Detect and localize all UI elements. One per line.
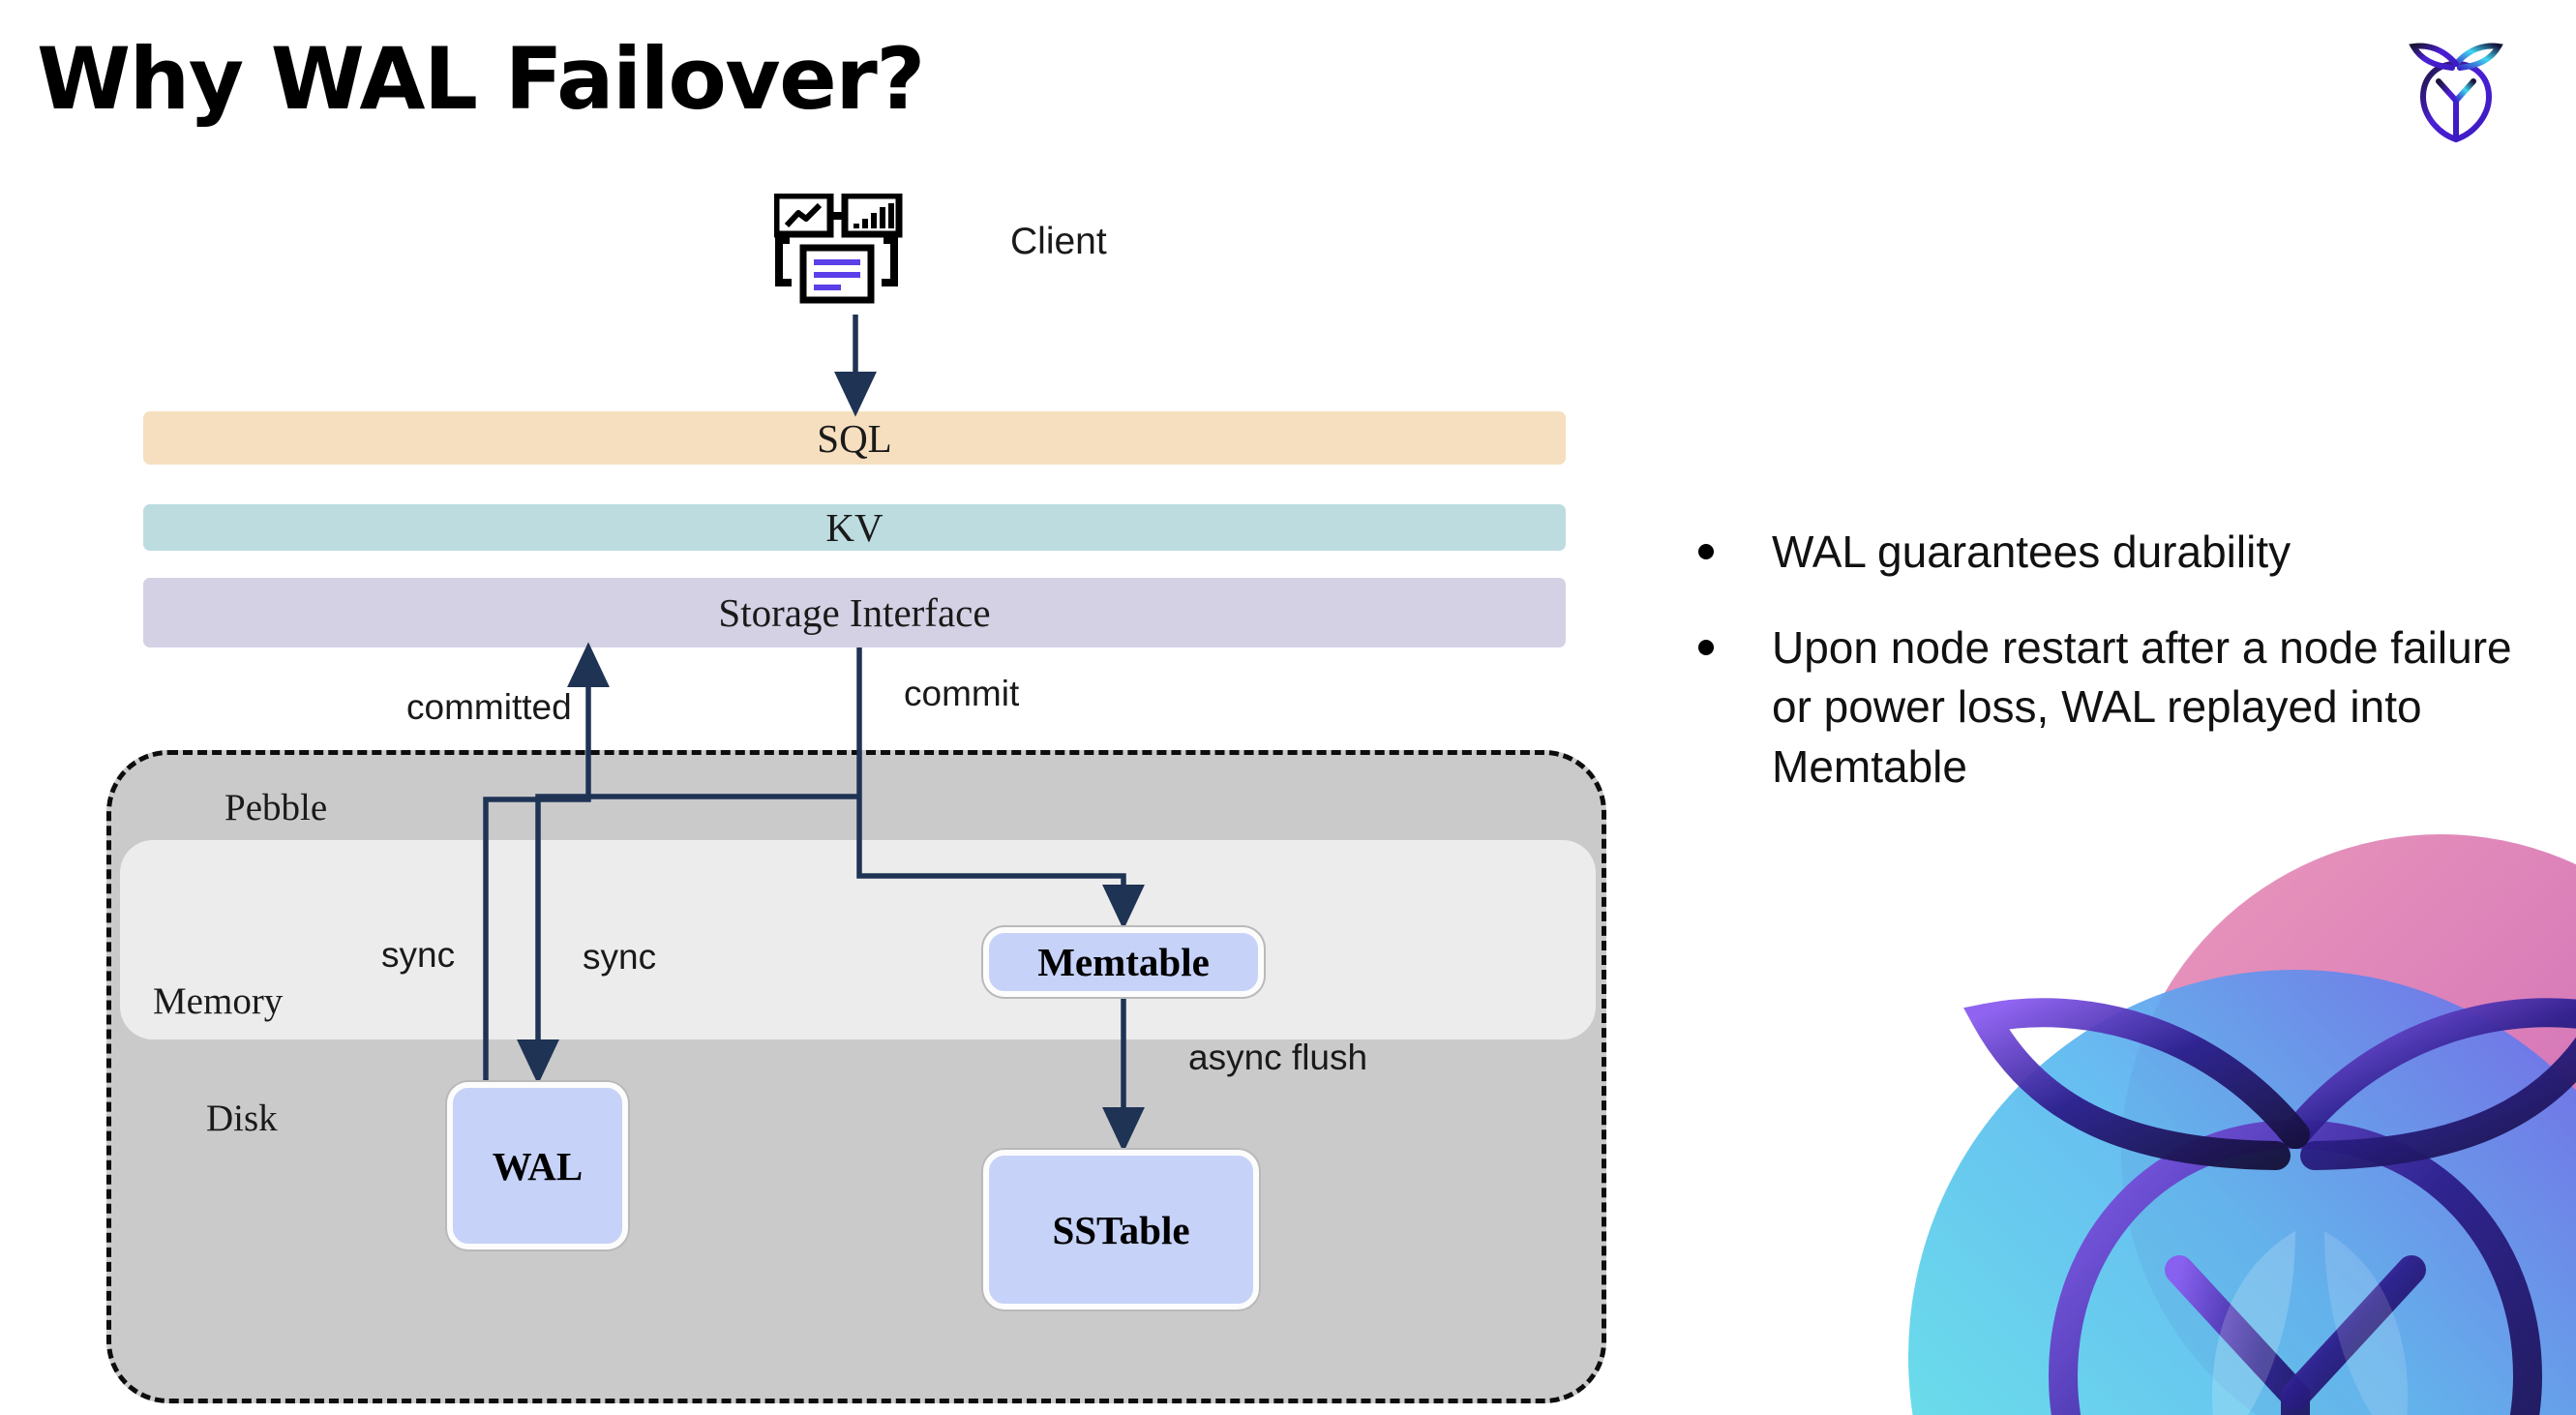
layer-bar-sql: SQL xyxy=(143,411,1566,465)
node-wal: WAL xyxy=(447,1082,628,1249)
cockroach-labs-logo-icon xyxy=(2402,35,2510,147)
node-memtable: Memtable xyxy=(983,927,1264,997)
client-monitor-chart-icon xyxy=(772,192,929,315)
node-label-memtable: Memtable xyxy=(1037,940,1210,984)
edge-label-sync-left: sync xyxy=(381,935,456,975)
layer-label-sql: SQL xyxy=(817,415,892,461)
node-label-wal: WAL xyxy=(492,1143,584,1189)
memory-label: Memory xyxy=(153,980,284,1022)
bullet-dot-icon xyxy=(1698,544,1714,559)
edge-label-committed: committed xyxy=(406,687,572,727)
memory-region xyxy=(120,840,1596,1039)
edge-label-sync-right: sync xyxy=(583,937,657,977)
bullet-text: Upon node restart after a node failure o… xyxy=(1772,622,2512,792)
disk-label: Disk xyxy=(206,1098,278,1139)
node-sstable: SSTable xyxy=(983,1150,1259,1310)
page-title: Why WAL Failover? xyxy=(37,29,925,129)
cockroach-labs-watermark-icon xyxy=(1841,815,2576,1415)
list-item: WAL guarantees durability xyxy=(1698,523,2521,582)
edge-label-async-flush: async flush xyxy=(1188,1038,1368,1077)
edge-label-commit: commit xyxy=(904,674,1020,713)
layer-label-kv: KV xyxy=(825,505,884,550)
pebble-label: Pebble xyxy=(225,787,328,828)
layer-bar-storage-interface: Storage Interface xyxy=(143,578,1566,647)
bullet-text: WAL guarantees durability xyxy=(1772,527,2291,577)
layer-bar-kv: KV xyxy=(143,504,1566,551)
node-label-sstable: SSTable xyxy=(1052,1207,1190,1252)
client-label: Client xyxy=(1010,221,1107,262)
bullet-dot-icon xyxy=(1698,640,1714,656)
list-item: Upon node restart after a node failure o… xyxy=(1698,618,2521,797)
bullet-list: WAL guarantees durability Upon node rest… xyxy=(1698,523,2521,833)
layer-label-storage-interface: Storage Interface xyxy=(718,590,991,635)
